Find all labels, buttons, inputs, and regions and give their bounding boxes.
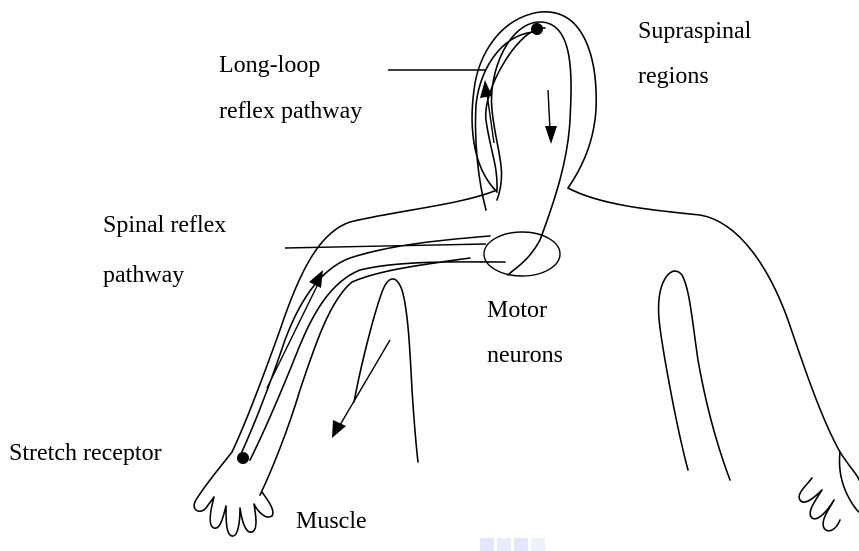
long-loop-pathway	[475, 22, 571, 275]
watermark	[480, 538, 545, 551]
label-motor-line2: neurons	[487, 342, 563, 368]
label-supraspinal-line2: regions	[638, 63, 709, 89]
spinal-reflex-tracts	[240, 236, 505, 460]
label-spinal-reflex-line1: Spinal reflex	[103, 212, 226, 238]
label-motor-line1: Motor	[487, 297, 547, 323]
label-muscle: Muscle	[296, 508, 367, 534]
body-outline	[194, 12, 859, 536]
label-supraspinal-line1: Supraspinal	[638, 18, 752, 44]
label-long-loop-line1: Long-loop	[219, 52, 320, 78]
label-stretch-receptor: Stretch receptor	[9, 440, 162, 466]
label-long-loop-line2: reflex pathway	[219, 98, 362, 124]
label-spinal-reflex-line2: pathway	[103, 262, 184, 288]
spinal-reflex-pointer	[285, 244, 486, 248]
arrow-down-long-loop	[545, 90, 557, 144]
supraspinal-dot	[531, 23, 543, 35]
arrow-down-muscle	[332, 340, 390, 438]
stretch-receptor-dot	[237, 452, 249, 464]
motor-neuron-ellipse	[484, 232, 560, 276]
